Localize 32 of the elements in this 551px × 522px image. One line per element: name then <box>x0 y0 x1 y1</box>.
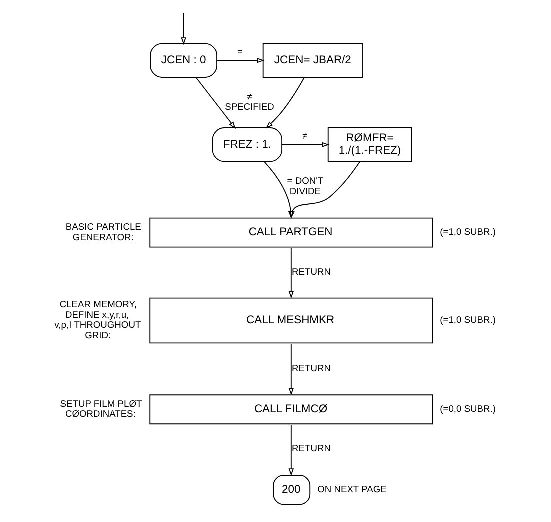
node-box: FREZ : 1. <box>212 128 283 162</box>
edge-label: = <box>237 47 243 58</box>
arrow <box>181 12 186 46</box>
arrow <box>290 161 361 219</box>
node-box: JCEN= JBAR/2 <box>262 43 363 78</box>
arrow <box>196 77 236 130</box>
node-box: CALL PARTGEN <box>150 218 434 248</box>
arrow <box>266 77 305 129</box>
arrow <box>282 142 330 148</box>
edge-label: ≠ SPECIFIED <box>225 92 274 112</box>
arrow <box>288 424 294 476</box>
edge-label: RETURN <box>292 444 331 454</box>
node-label: CLEAR MEMORY, DEFINE x,y,r,u, v,ρ,I THROUGHOUT GRID: <box>54 300 142 341</box>
arrow <box>216 58 265 64</box>
edge-label: = DON'T DIVIDE <box>287 176 324 196</box>
node-box: JCEN : 0 <box>150 43 218 78</box>
node-box: CALL MESHMKR <box>150 298 434 344</box>
arrow <box>264 161 294 219</box>
edge-label: RETURN <box>292 363 331 374</box>
edge-label: RETURN <box>292 266 331 277</box>
node-label: SETUP FILM PLØT CØORDINATES: <box>60 398 142 420</box>
node-label: (=1,0 SUBR.) <box>440 315 496 326</box>
edge-label: ≠ <box>302 131 308 142</box>
node-label: ON NEXT PAGE <box>318 484 387 494</box>
node-box: 200 <box>273 475 311 506</box>
arrow <box>288 344 294 396</box>
arrow <box>288 248 294 299</box>
node-box: RØMFR= 1./(1.-FREZ) <box>328 128 412 162</box>
node-label: BASIC PARTICLE GENERATOR: <box>66 222 142 242</box>
node-label: (=0,0 SUBR.) <box>440 404 496 414</box>
node-label: (=1,0 SUBR.) <box>440 227 496 238</box>
node-box: CALL FILMCØ <box>150 394 434 425</box>
